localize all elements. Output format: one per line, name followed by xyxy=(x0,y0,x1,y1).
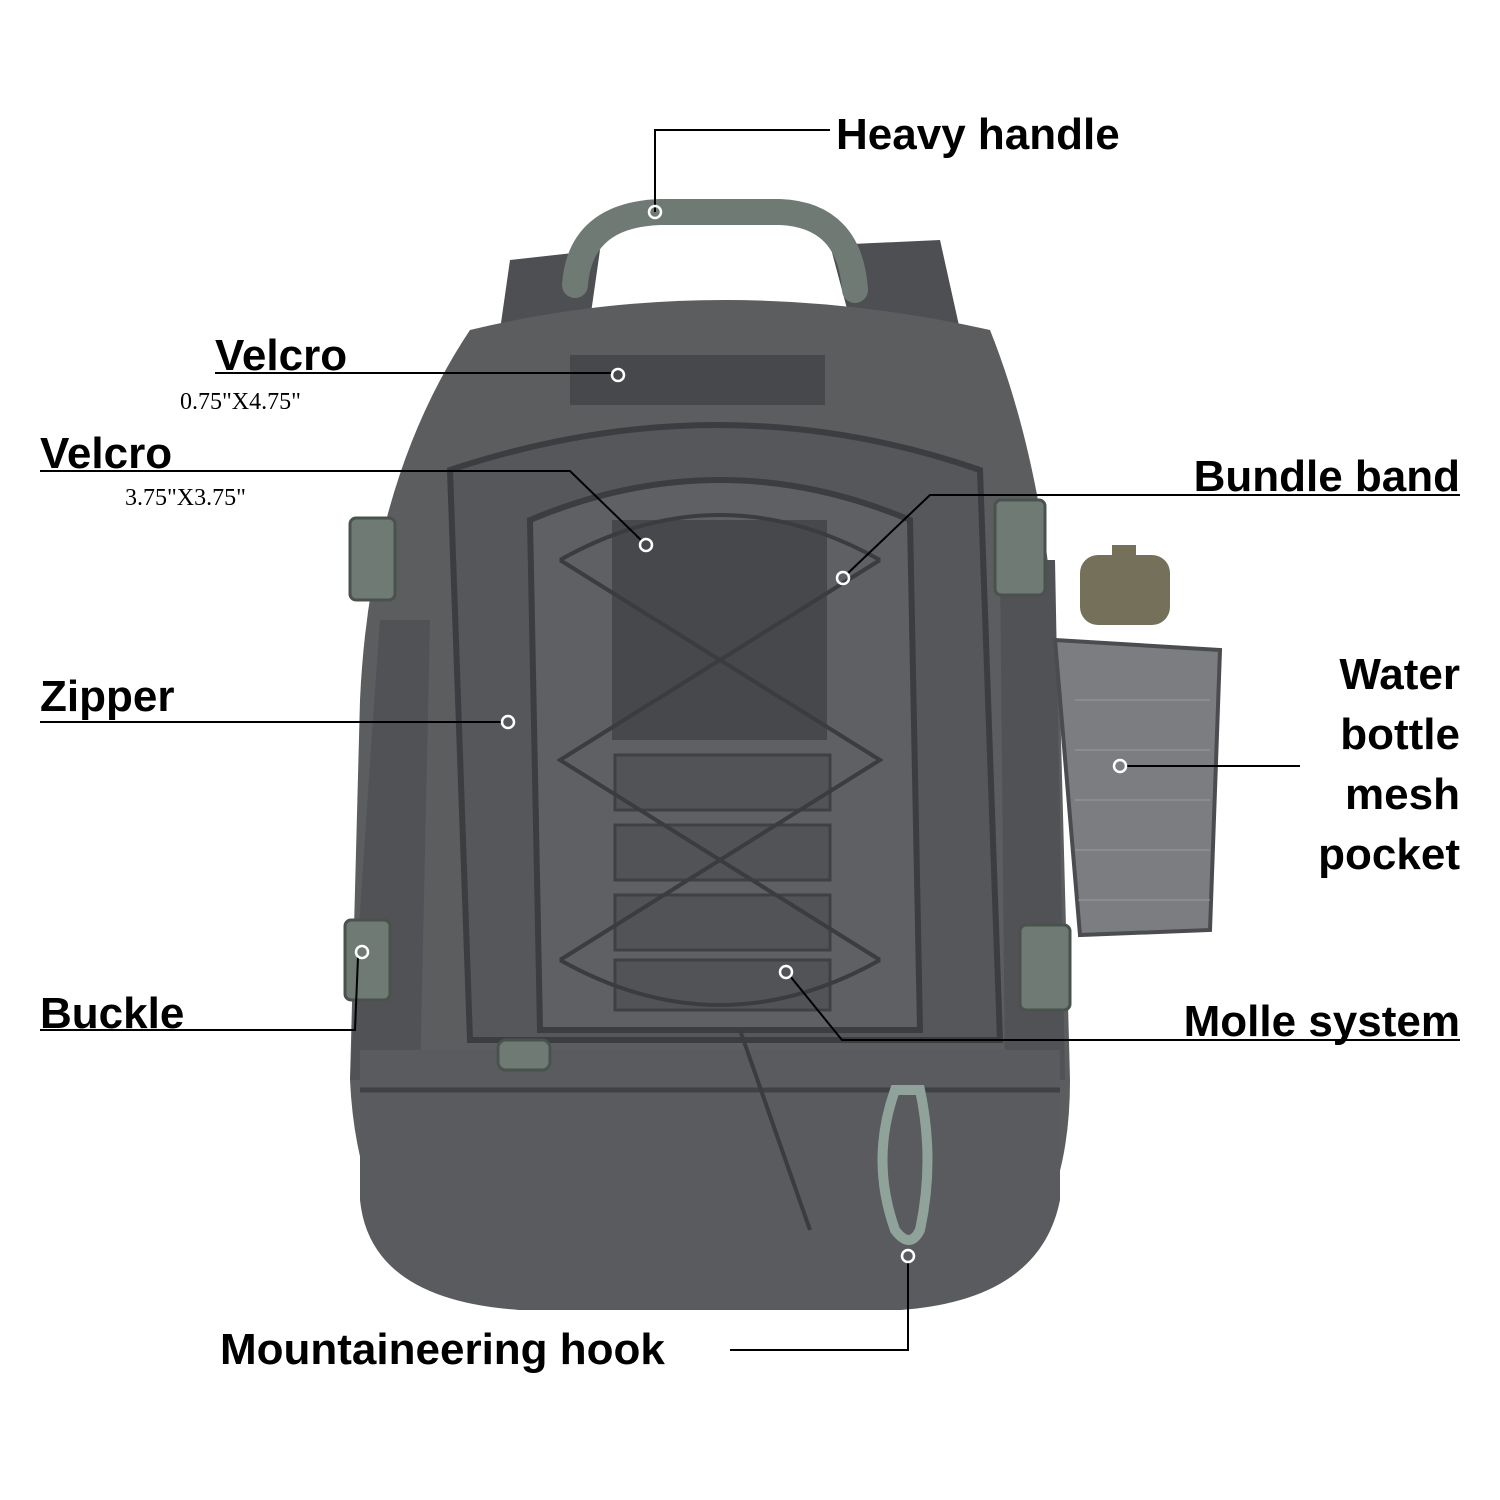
velcro-patch-top xyxy=(570,355,825,405)
mesh-pocket xyxy=(1052,637,1223,938)
bottle-cap xyxy=(1080,555,1170,625)
label-buckle: Buckle xyxy=(40,989,185,1038)
label-line: Water xyxy=(1339,650,1460,699)
bungee-cord xyxy=(556,513,884,1231)
leader-lines xyxy=(40,129,1460,1351)
label-heavy-handle: Heavy handle xyxy=(836,110,1120,159)
label-bundle-band: Bundle band xyxy=(1193,452,1460,501)
carabiner xyxy=(877,1085,933,1245)
label-line: bottle xyxy=(1340,710,1460,759)
label-molle-system: Molle system xyxy=(1183,997,1460,1046)
label-velcro-top-size: 0.75"X4.75" xyxy=(180,389,301,415)
handle xyxy=(562,199,868,303)
label-velcro-top: Velcro xyxy=(215,331,348,380)
label-line: pocket xyxy=(1318,830,1460,879)
label-line: mesh xyxy=(1345,770,1460,819)
label-velcro-front: Velcro xyxy=(40,429,173,478)
label-velcro-front-size: 3.75"X3.75" xyxy=(125,485,246,511)
buckles xyxy=(343,498,1072,1072)
label-water-bottle-mesh-pocket: Water bottle mesh pocket xyxy=(1318,645,1460,885)
label-zipper: Zipper xyxy=(40,672,175,721)
marker-dots xyxy=(354,204,1128,1264)
label-mountaineering-hook: Mountaineering hook xyxy=(220,1325,665,1374)
